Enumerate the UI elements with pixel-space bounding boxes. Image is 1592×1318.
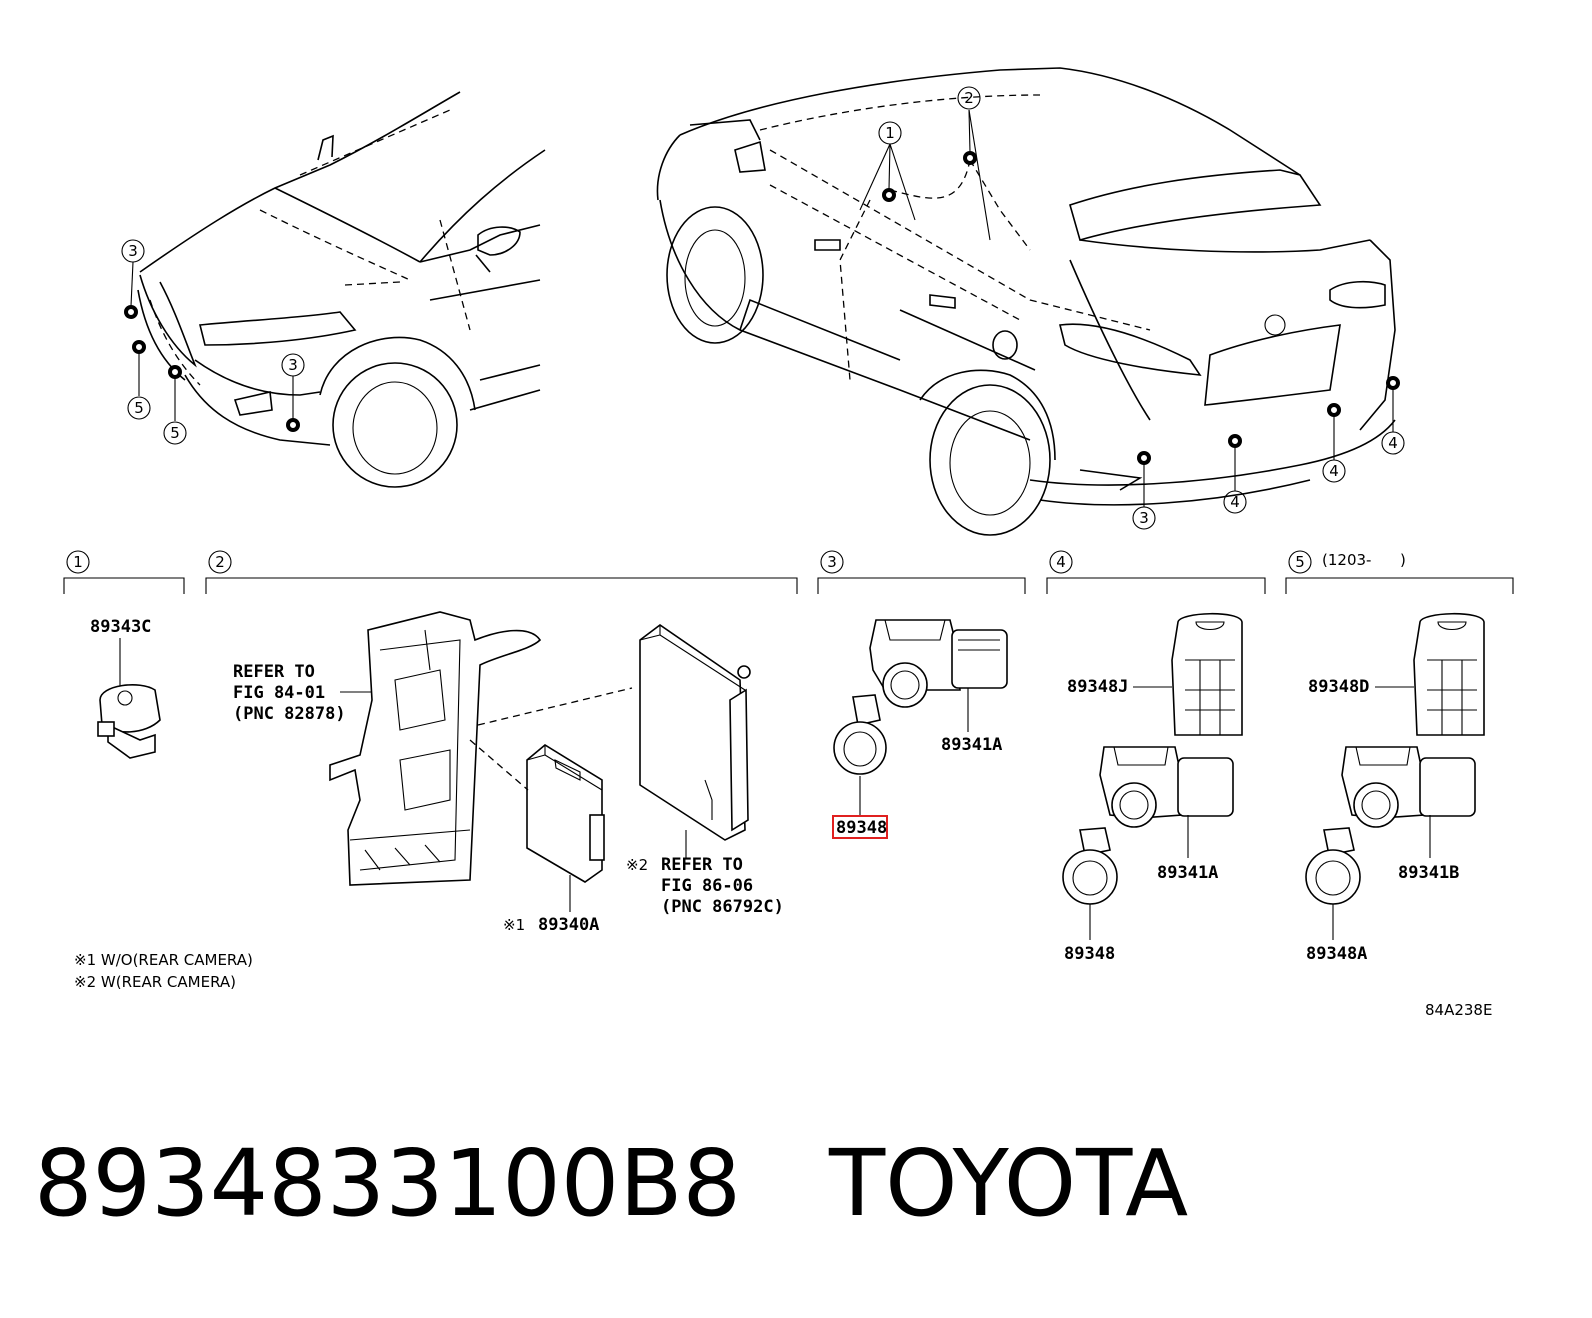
section-5-header: 5 (1203- ) xyxy=(1285,550,1514,594)
refer-to-label-a2: FIG 84-01 xyxy=(233,683,325,703)
front-vehicle-view: 3 5 5 3 xyxy=(121,91,546,488)
sensor-retainer-illustration-s4 xyxy=(1062,827,1118,905)
svg-text:4: 4 xyxy=(1388,434,1398,452)
svg-text:3: 3 xyxy=(827,553,837,571)
refer-to-label-b1: REFER TO xyxy=(661,855,743,875)
svg-text:3: 3 xyxy=(288,356,298,374)
sensor-retainer-illustration-s5 xyxy=(1305,827,1361,905)
parking-sensor-illustration-s4 xyxy=(1099,746,1234,828)
part-label-89348A: 89348A xyxy=(1306,944,1367,964)
footnote-1: ※1 W/O(REAR CAMERA) xyxy=(74,951,253,969)
section-2-header: 2 xyxy=(205,550,798,594)
refer-to-label-b2: FIG 86-06 xyxy=(661,876,753,896)
svg-text:1: 1 xyxy=(885,124,895,142)
section-4-parts: 89348J 89341A 89348 xyxy=(1062,612,1243,964)
svg-text:2: 2 xyxy=(215,553,225,571)
svg-text:5: 5 xyxy=(134,399,144,417)
part-label-89348D: 89348D xyxy=(1308,677,1369,697)
section-3-parts: 89341A 89348 xyxy=(832,619,1008,839)
rear-callout-1: 1 xyxy=(878,121,902,145)
svg-text:3: 3 xyxy=(128,242,138,260)
part-label-89341B: 89341B xyxy=(1398,863,1459,883)
section-5-parts: 89348D 89341B 89348A xyxy=(1305,612,1485,964)
parking-sensor-illustration-s3 xyxy=(869,619,1008,708)
svg-text:4: 4 xyxy=(1056,553,1066,571)
section-2-parts: REFER TO FIG 84-01 (PNC 82878) xyxy=(233,611,784,935)
svg-text:5: 5 xyxy=(1295,553,1305,571)
section-3-header: 3 xyxy=(817,550,1026,594)
front-callout-5b: 5 xyxy=(163,421,187,445)
rear-callout-4c: 4 xyxy=(1381,431,1405,455)
part-label-89348-s4: 89348 xyxy=(1064,944,1115,964)
front-callout-3b: 3 xyxy=(281,353,305,377)
refer-to-label-b3: (PNC 86792C) xyxy=(661,897,784,917)
part-label-89348J: 89348J xyxy=(1067,677,1128,697)
ecu-89340A-illustration xyxy=(526,744,605,883)
svg-text:4: 4 xyxy=(1230,493,1240,511)
part-label-89348-s3-highlighted: 89348 xyxy=(836,818,887,838)
sensor-bracket-illustration-s5 xyxy=(1413,612,1485,736)
part-label-89341A-s3: 89341A xyxy=(941,735,1002,755)
section-1-header: 1 xyxy=(63,550,185,594)
rear-callout-4b: 4 xyxy=(1322,459,1346,483)
footnote-2: ※2 W(REAR CAMERA) xyxy=(74,973,236,991)
section-4-header: 4 xyxy=(1046,550,1266,594)
rear-callout-2: 2 xyxy=(957,86,981,110)
front-callout-5a: 5 xyxy=(127,396,151,420)
svg-text:1: 1 xyxy=(73,553,83,571)
part-number: 8934833100B8 xyxy=(34,1130,741,1237)
section-headers: 1 2 3 4 5 (1203- ) xyxy=(63,550,1514,594)
sensor-retainer-illustration-s3 xyxy=(833,694,887,775)
brand-name: TOYOTA xyxy=(828,1130,1189,1237)
refer-to-label-a3: (PNC 82878) xyxy=(233,704,346,724)
part-label-89343C: 89343C xyxy=(90,617,151,637)
svg-text:3: 3 xyxy=(1139,509,1149,527)
front-callout-3a: 3 xyxy=(121,239,145,263)
rear-vehicle-view: 1 2 3 4 4 4 xyxy=(656,67,1405,536)
section-5-date-note: (1203- ) xyxy=(1322,551,1406,569)
ecu-large-illustration xyxy=(639,624,751,841)
rear-callout-3: 3 xyxy=(1132,506,1156,530)
note-mark-2: ※2 xyxy=(626,856,648,874)
rear-callout-4a: 4 xyxy=(1223,490,1247,514)
svg-text:2: 2 xyxy=(964,89,974,107)
svg-text:5: 5 xyxy=(170,424,180,442)
svg-text:4: 4 xyxy=(1329,462,1339,480)
mounting-bracket-illustration xyxy=(329,611,542,886)
sensor-bracket-illustration-s4 xyxy=(1171,612,1243,736)
note-mark-1: ※1 xyxy=(503,916,525,934)
refer-to-label-a1: REFER TO xyxy=(233,662,315,682)
yaw-sensor-illustration xyxy=(97,684,161,759)
parking-sensor-illustration-s5 xyxy=(1341,746,1476,828)
section-1-parts: 89343C xyxy=(90,617,161,759)
figure-code: 84A238E xyxy=(1425,1001,1492,1019)
part-label-89341A-s4: 89341A xyxy=(1157,863,1218,883)
part-label-89340A: 89340A xyxy=(538,915,599,935)
highlight-box-89348 xyxy=(832,815,888,839)
